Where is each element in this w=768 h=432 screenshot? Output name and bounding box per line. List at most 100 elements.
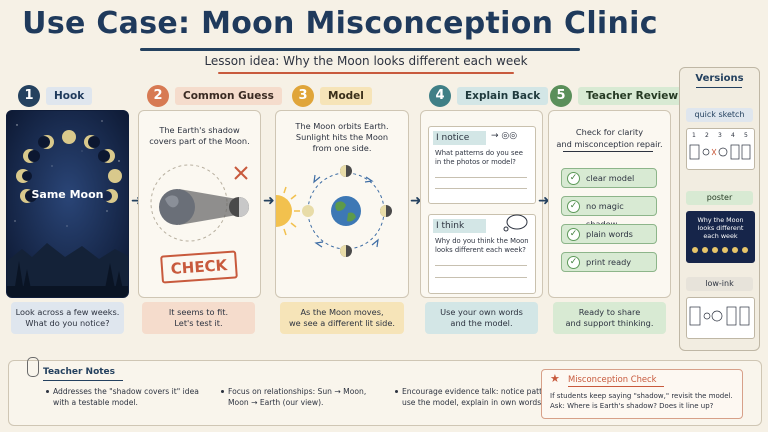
- flow-arrow-icon: ➜: [131, 193, 143, 209]
- review-check-label: print ready: [586, 257, 632, 267]
- caption-line: and support thinking.: [565, 318, 654, 328]
- moon-positions: [302, 165, 392, 257]
- poster-moon-row-icon: [692, 247, 748, 253]
- check-stamp: CHECK: [160, 250, 238, 284]
- flow-arrow-icon: ➜: [263, 193, 275, 209]
- step-5-label: Teacher Review: [578, 87, 687, 105]
- step-1-number: 1: [18, 85, 40, 107]
- misconception-title-underline: [568, 386, 664, 387]
- review-check-item[interactable]: ✓ print ready: [561, 252, 657, 272]
- notes-title-underline: [43, 380, 123, 381]
- poster-line: looks different: [697, 224, 744, 232]
- review-text-line2: and misconception repair.: [556, 139, 663, 149]
- note-bullet: Addresses the "shadow covers it" idea wi…: [53, 386, 199, 408]
- misconception-title: Misconception Check: [568, 374, 657, 384]
- review-check-item[interactable]: ✓ plain words: [561, 224, 657, 244]
- earth-icon: [331, 196, 361, 226]
- title-underline: [140, 48, 580, 51]
- misconception-check-box: ★ Misconception Check If students keep s…: [541, 369, 743, 419]
- notice-card-title: I notice: [433, 131, 486, 145]
- model-text-line1: The Moon orbits Earth.: [295, 121, 389, 131]
- think-question-line2: looks different each week?: [435, 246, 526, 254]
- note-line: Encourage evidence talk: notice patterns…: [402, 387, 561, 396]
- low-ink-label: low-ink: [686, 277, 753, 291]
- flow-arrow-icon: ➜: [538, 193, 550, 209]
- poster-line: each week: [703, 232, 738, 240]
- paperclip-icon: [27, 357, 39, 377]
- eyes-icon: → ◎◎: [491, 131, 518, 141]
- teacher-review-panel: Check for clarity and misconception repa…: [548, 110, 671, 298]
- note-bullet: Encourage evidence talk: notice patterns…: [402, 386, 561, 408]
- poster-label: poster: [686, 191, 753, 205]
- same-moon-label: Same Moon: [31, 188, 104, 201]
- notice-card[interactable]: I notice → ◎◎ What patterns do you see i…: [428, 126, 536, 204]
- checkmark-icon: ✓: [567, 200, 580, 213]
- notes-title: Teacher Notes: [43, 367, 116, 377]
- thought-bubble-icon: [503, 214, 528, 232]
- guess-text-line2: covers part of the Moon.: [149, 136, 250, 146]
- model-text-line3: from one side.: [312, 143, 372, 153]
- caption-line: and the model.: [450, 318, 513, 328]
- misconception-line1: If students keep saying "shadow," revisi…: [550, 392, 733, 400]
- step-3-number: 3: [292, 85, 314, 107]
- misconception-line2: Ask: Where is Earth's shadow? Does it li…: [550, 402, 714, 410]
- think-card[interactable]: I think Why do you think the Moon looks …: [428, 214, 536, 294]
- note-line: Focus on relationships: Sun → Moon,: [228, 387, 367, 396]
- poster-line: Why the Moon: [697, 216, 744, 224]
- step-4-caption: Use your own words and the model.: [425, 302, 538, 334]
- review-check-item[interactable]: ✓ clear model: [561, 168, 657, 188]
- caption-line: Look across a few weeks.: [15, 307, 120, 317]
- step-4-number: 4: [429, 85, 451, 107]
- review-check-item[interactable]: ✓ no magic shadow: [561, 196, 657, 229]
- low-ink-thumbnail[interactable]: [686, 297, 755, 339]
- tree-silhouettes: [7, 261, 128, 297]
- checkmark-icon: ✓: [567, 256, 580, 269]
- step-5-number: 5: [550, 85, 572, 107]
- subtitle-underline: [218, 72, 514, 74]
- step-5-caption: Ready to share and support thinking.: [553, 302, 666, 334]
- hook-panel: Same Moon: [6, 110, 129, 298]
- step-2-caption: It seems to fit. Let's test it.: [142, 302, 255, 334]
- bullet-icon: [221, 390, 224, 393]
- caption-line: As the Moon moves,: [300, 307, 384, 317]
- low-ink-doodle-icon: [689, 306, 750, 326]
- note-bullet: Focus on relationships: Sun → Moon, Moon…: [228, 386, 366, 408]
- review-text-underline: [563, 151, 653, 152]
- quick-sketch-label: quick sketch: [686, 108, 753, 122]
- sketch-num: 4: [731, 132, 735, 139]
- review-check-label: clear model: [586, 173, 635, 183]
- answer-line: [435, 265, 527, 266]
- moon-phase-ring: [16, 130, 122, 203]
- bullet-icon: [395, 390, 398, 393]
- earth-shadow-icon: [150, 164, 249, 242]
- step-4-label: Explain Back: [457, 87, 549, 105]
- versions-sidebar: Versions quick sketch 1 2 3 4 5 poster W…: [679, 67, 760, 351]
- sketch-num: 5: [744, 132, 748, 139]
- notice-question-line2: in the photos or model?: [435, 158, 516, 166]
- think-question-line1: Why do you think the Moon: [435, 237, 529, 245]
- caption-line: It seems to fit.: [168, 307, 229, 317]
- step-2-label: Common Guess: [175, 87, 282, 105]
- flow-arrow-icon: ➜: [410, 193, 422, 209]
- bullet-icon: [46, 390, 49, 393]
- guess-text-line1: The Earth's shadow: [159, 125, 240, 135]
- versions-title-underline: [696, 87, 742, 88]
- step-3-caption: As the Moon moves, we see a different li…: [280, 302, 404, 334]
- quick-sketch-thumbnail[interactable]: 1 2 3 4 5: [686, 128, 755, 170]
- note-line: Moon → Earth (our view).: [228, 398, 324, 407]
- note-line: use the model, explain in own words.: [402, 398, 544, 407]
- caption-line: Ready to share: [578, 307, 641, 317]
- checkmark-icon: ✓: [567, 172, 580, 185]
- step-2-number: 2: [147, 85, 169, 107]
- sun-icon: [276, 186, 300, 236]
- sketch-num: 1: [692, 132, 696, 139]
- moon-phases-photo: [7, 111, 128, 297]
- step-1-label: Hook: [46, 87, 93, 105]
- step-1-caption: Look across a few weeks. What do you not…: [11, 302, 124, 334]
- poster-thumbnail[interactable]: Why the Moon looks different each week: [686, 211, 755, 263]
- caption-line: What do you notice?: [25, 318, 110, 328]
- model-panel: The Moon orbits Earth. Sunlight hits the…: [275, 110, 409, 298]
- versions-title: Versions: [695, 73, 744, 84]
- answer-line: [435, 277, 527, 278]
- star-icon: ★: [550, 372, 560, 385]
